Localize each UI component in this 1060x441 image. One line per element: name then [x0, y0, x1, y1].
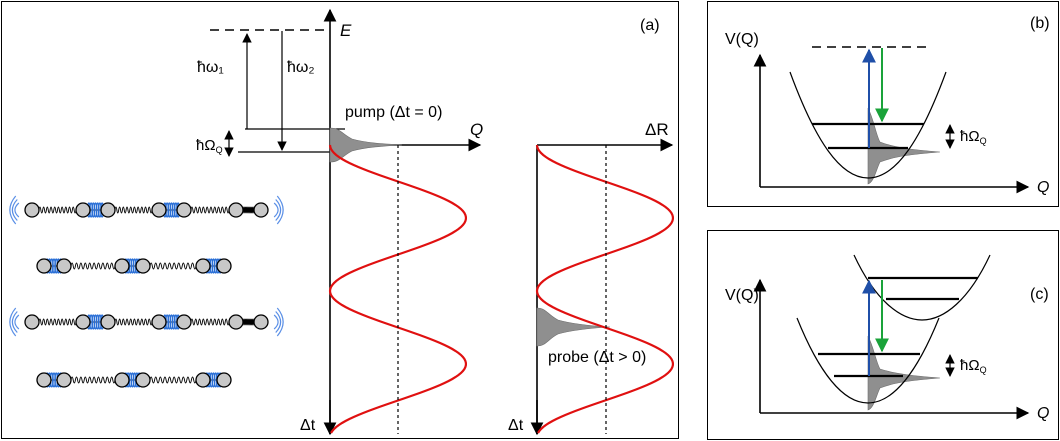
- spring: [149, 376, 197, 384]
- bead: [253, 314, 269, 330]
- pump-label: pump (Δt = 0): [345, 104, 442, 121]
- probe-label: probe (Δt > 0): [548, 349, 646, 366]
- omegaQ-label: ħΩQ: [196, 137, 223, 155]
- spring-bead-chain-icon: [9, 195, 284, 388]
- bead: [151, 314, 167, 330]
- wavepacket-b: [867, 107, 941, 185]
- probe-wavepacket: [536, 307, 611, 347]
- bead: [36, 372, 52, 388]
- bead: [114, 258, 130, 274]
- bead: [195, 258, 211, 274]
- vibration-wave: [276, 195, 284, 225]
- omega1-label: ħω₁: [197, 59, 224, 76]
- panel-a-tag: (a): [640, 17, 660, 34]
- parabola-b: [789, 71, 947, 179]
- vibration-wave: [273, 202, 279, 218]
- bead: [100, 314, 116, 330]
- vibration-wave: [14, 202, 20, 218]
- bead: [176, 202, 192, 218]
- bead: [24, 202, 40, 218]
- spring: [149, 262, 197, 270]
- spring: [242, 206, 255, 214]
- omegaQ-label-b: ħΩQ: [960, 128, 987, 146]
- bead: [75, 202, 91, 218]
- spring: [70, 262, 116, 270]
- spring: [114, 206, 153, 214]
- bead: [195, 372, 211, 388]
- q-axis-c-label: Q: [1037, 405, 1049, 422]
- spring: [190, 318, 230, 326]
- spring: [38, 206, 77, 214]
- bead: [228, 314, 244, 330]
- vibration-wave: [9, 307, 17, 337]
- bead: [216, 258, 232, 274]
- vibration-wave: [11, 199, 18, 221]
- bead: [75, 314, 91, 330]
- parabola-c-ground: [796, 317, 940, 404]
- wavepacket-c: [867, 335, 941, 411]
- bead: [228, 202, 244, 218]
- oscillation-curve-left: [328, 144, 467, 434]
- bead: [176, 314, 192, 330]
- spring: [190, 206, 230, 214]
- q-axis-b-label: Q: [1037, 179, 1049, 196]
- vibration-wave: [275, 311, 282, 333]
- bead: [253, 202, 269, 218]
- vibration-wave: [276, 307, 284, 337]
- vibration-wave: [273, 314, 279, 330]
- panel-b-tag: (b): [1030, 15, 1050, 32]
- spring: [242, 318, 255, 326]
- bead: [36, 258, 52, 274]
- potential-axis-b-label: V(Q): [725, 31, 759, 48]
- oscillation-curve-right: [535, 144, 674, 434]
- omegaQ-label-c: ħΩQ: [960, 357, 987, 375]
- time-axis-left-label: Δt: [300, 417, 316, 434]
- omega2-label: ħω₂: [287, 59, 315, 76]
- bead: [135, 258, 151, 274]
- bead: [24, 314, 40, 330]
- pump-wavepacket: [329, 127, 403, 163]
- bead: [114, 372, 130, 388]
- panel-a: (a) E Δt Q ħω₁ ħω₂ ħΩQ pump (Δt = 0) Δt …: [1, 1, 679, 439]
- vibration-wave: [275, 199, 282, 221]
- panel-c-tag: (c): [1030, 286, 1049, 303]
- panel-a-frame: [1, 1, 679, 439]
- bead: [135, 372, 151, 388]
- panel-c: (c) V(Q) Q ħΩQ: [707, 230, 1059, 440]
- bead: [216, 372, 232, 388]
- bead: [151, 202, 167, 218]
- dr-axis-label: ΔR: [645, 120, 669, 139]
- spring: [70, 376, 116, 384]
- bead: [100, 202, 116, 218]
- energy-axis-label: E: [340, 21, 352, 40]
- spring: [114, 318, 153, 326]
- bead: [56, 372, 72, 388]
- q-axis-label: Q: [470, 120, 483, 139]
- time-axis-right-label: Δt: [508, 417, 524, 434]
- bead: [56, 258, 72, 274]
- spring: [38, 318, 77, 326]
- panel-b: (b) V(Q) Q ħΩQ: [707, 1, 1059, 207]
- potential-axis-c-label: V(Q): [725, 287, 759, 304]
- vibration-wave: [14, 314, 20, 330]
- vibration-wave: [11, 311, 18, 333]
- vibration-wave: [9, 195, 17, 225]
